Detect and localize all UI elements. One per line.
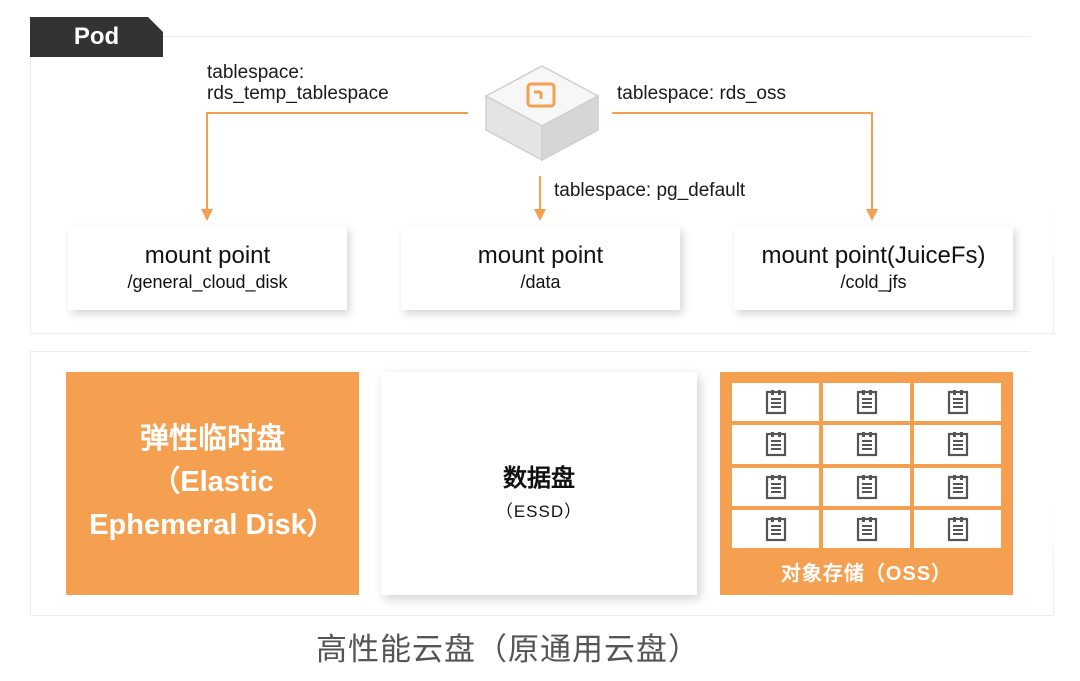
file-document-icon [765,516,786,541]
file-document-icon [856,474,877,499]
oss-cell [823,383,910,422]
arrowhead-center [534,209,546,221]
arrowhead-left [201,209,213,221]
tablespace-label-left-line2: rds_temp_tablespace [207,83,389,104]
mount-title: mount point [144,242,271,269]
file-document-icon [947,432,968,457]
oss-block: 对象存储（OSS） [720,372,1013,595]
oss-label: 对象存储（OSS） [780,563,953,585]
arrow-right [612,112,873,212]
file-document-icon [856,432,877,457]
arrow-left [206,112,468,212]
file-document-icon [947,390,968,415]
oss-cell [732,509,819,548]
oss-cell [914,383,1001,422]
mount-path: /general_cloud_disk [127,272,288,292]
oss-cell [732,467,819,506]
tablespace-label-right: tablespace: rds_oss [617,83,786,104]
mount-title: mount point [477,242,604,269]
file-document-icon [947,474,968,499]
oss-cell [823,467,910,506]
file-document-icon [947,516,968,541]
oss-cell [823,425,910,464]
mount-title: mount point(JuiceFs) [761,242,986,269]
mount-point-data: mount point /data [401,226,680,310]
mount-point-general-cloud-disk: mount point /general_cloud_disk [68,226,347,310]
mount-path: /data [520,272,561,292]
oss-cell [732,383,819,422]
oss-grid [732,383,1001,548]
essd-data-disk-block: 数据盘 （ESSD） [381,372,697,595]
file-document-icon [765,390,786,415]
oss-cell [914,509,1001,548]
elastic-ephemeral-disk-block: 弹性临时盘 （Elastic Ephemeral Disk） [66,372,359,595]
oss-cell [914,467,1001,506]
file-document-icon [765,474,786,499]
tablespace-label-center: tablespace: pg_default [554,180,746,201]
essd-title: 数据盘 [503,465,575,492]
file-document-icon [765,432,786,457]
caption: 高性能云盘（原通用云盘） [316,632,700,667]
mount-path: /cold_jfs [840,272,907,292]
ephemeral-line-1: 弹性临时盘 [139,423,285,455]
oss-cell [823,509,910,548]
ephemeral-line-2: （Elastic [151,466,274,498]
database-cube-icon [484,65,600,162]
pod-tag: Pod [30,17,163,57]
essd-subtitle: （ESSD） [495,502,583,521]
oss-cell [914,425,1001,464]
oss-cell [732,425,819,464]
ephemeral-line-3: Ephemeral Disk） [89,509,336,541]
tablespace-label-left-line1: tablespace: [207,62,305,83]
arrowhead-right [866,209,878,221]
file-document-icon [856,390,877,415]
mount-point-cold-jfs: mount point(JuiceFs) /cold_jfs [734,226,1013,310]
file-document-icon [856,516,877,541]
